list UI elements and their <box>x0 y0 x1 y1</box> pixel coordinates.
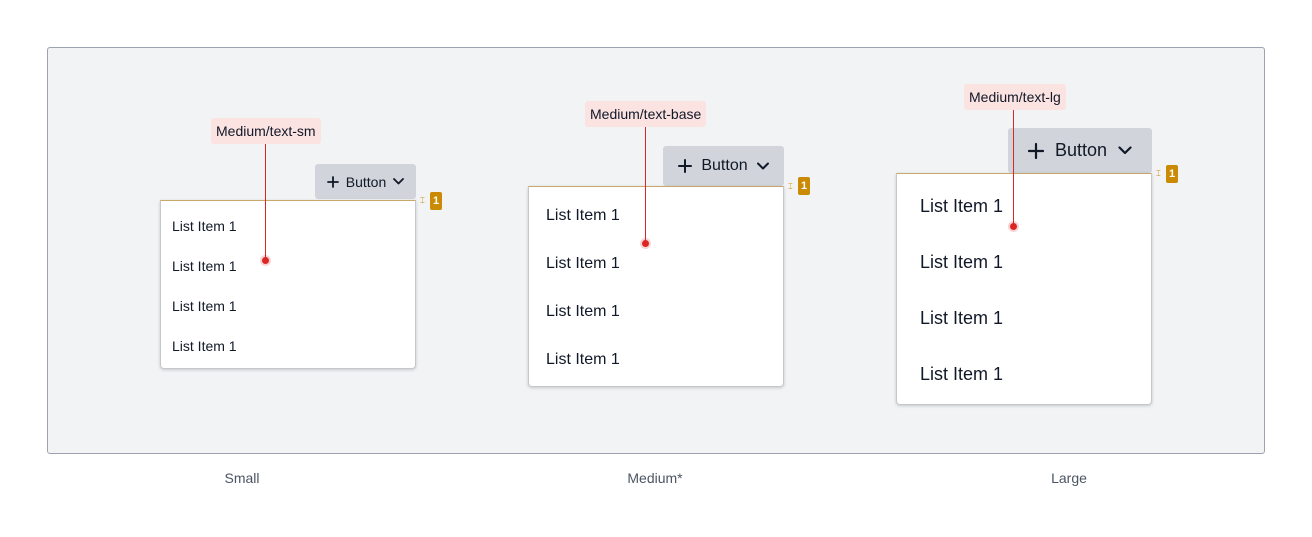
button-label: Button <box>1054 140 1108 160</box>
dropdown-menu-large: List Item 1 List Item 1 List Item 1 List… <box>896 173 1152 405</box>
list-item[interactable]: List Item 1 <box>172 298 237 314</box>
list-item[interactable]: List Item 1 <box>172 258 237 274</box>
list-item[interactable]: List Item 1 <box>546 255 620 272</box>
list-item[interactable]: List Item 1 <box>546 351 620 368</box>
list-item[interactable]: List Item 1 <box>172 218 237 234</box>
chevron-down-icon <box>393 178 405 185</box>
chevron-down-icon <box>756 162 769 170</box>
spacing-badge: 1 <box>1166 165 1178 183</box>
button-label: Button <box>701 157 748 174</box>
spacing-badge: 1 <box>798 177 810 195</box>
dropdown-menu-small: List Item 1 List Item 1 List Item 1 List… <box>160 200 416 369</box>
list-item[interactable]: List Item 1 <box>546 207 620 224</box>
list-item[interactable]: List Item 1 <box>920 252 1004 272</box>
variant-caption: Small <box>224 470 260 486</box>
variant-caption: Medium* <box>627 470 683 486</box>
spacing-badge: 1 <box>430 192 442 210</box>
list-item[interactable]: List Item 1 <box>920 364 1004 384</box>
plus-icon <box>678 159 693 173</box>
annotation-leader <box>1013 110 1014 226</box>
list-item[interactable]: List Item 1 <box>546 303 620 320</box>
plus-icon <box>1027 142 1044 159</box>
spacing-marker: ⌶ <box>1156 169 1161 178</box>
variant-caption: Large <box>1051 470 1087 486</box>
list-item[interactable]: List Item 1 <box>920 308 1004 328</box>
typography-token-label: Medium/text-lg <box>964 84 1066 110</box>
dropdown-menu-medium: List Item 1 List Item 1 List Item 1 List… <box>528 186 784 387</box>
plus-icon <box>326 175 339 188</box>
annotation-dot <box>642 240 649 247</box>
typography-token-label: Medium/text-base <box>585 101 707 127</box>
typography-token-label: Medium/text-sm <box>211 118 321 144</box>
list-item[interactable]: List Item 1 <box>920 196 1004 216</box>
dropdown-button-small[interactable]: Button <box>315 164 416 199</box>
list-item[interactable]: List Item 1 <box>172 338 237 354</box>
annotation-dot <box>262 257 269 264</box>
dropdown-button-large[interactable]: Button <box>1008 128 1152 173</box>
annotation-leader <box>265 144 266 260</box>
dropdown-button-medium[interactable]: Button <box>663 146 784 186</box>
annotation-dot <box>1010 223 1017 230</box>
spacing-marker: ⌶ <box>788 182 793 191</box>
spacing-marker: ⌶ <box>420 196 425 205</box>
chevron-down-icon <box>1118 146 1132 155</box>
annotation-leader <box>645 127 646 243</box>
button-label: Button <box>345 173 387 190</box>
